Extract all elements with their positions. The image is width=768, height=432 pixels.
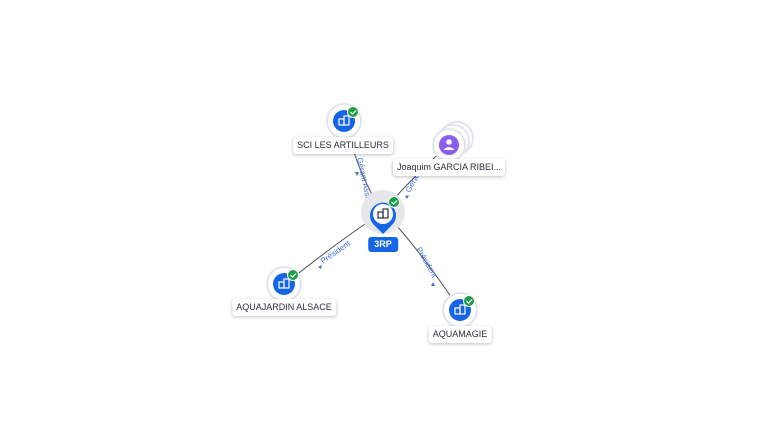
check-badge-icon xyxy=(347,106,359,118)
node-joaquim[interactable] xyxy=(432,121,474,162)
check-badge-icon xyxy=(388,196,400,208)
edge-label-aquamagie: Président xyxy=(414,246,439,280)
arrow-icon xyxy=(355,172,359,176)
building-icon xyxy=(338,115,350,126)
node-sci[interactable] xyxy=(326,103,362,139)
node-aquajardin[interactable] xyxy=(266,266,302,302)
node-label-aquajardin[interactable]: AQUAJARDIN ALSACE xyxy=(232,299,336,316)
building-icon xyxy=(377,208,389,219)
arrow-icon xyxy=(431,282,435,286)
person-icon xyxy=(443,139,455,150)
node-label-joaquim[interactable]: Joaquim GARCIA RIBEI... xyxy=(392,159,506,176)
arrow-icon xyxy=(318,265,322,269)
node-label-center[interactable]: 3RP xyxy=(368,237,398,252)
node-aquamagie[interactable] xyxy=(442,292,478,328)
building-icon xyxy=(278,278,290,289)
building-icon xyxy=(454,304,466,315)
check-badge-icon xyxy=(287,269,299,281)
node-label-aquamagie[interactable]: AQUAMAGIE xyxy=(428,326,492,343)
arrow-icon xyxy=(405,195,409,199)
node-label-sci[interactable]: SCI LES ARTILLEURS xyxy=(293,137,393,154)
check-badge-icon xyxy=(463,295,475,307)
node-center[interactable] xyxy=(361,190,405,234)
edge-label-aquajardin: Président xyxy=(319,238,352,265)
